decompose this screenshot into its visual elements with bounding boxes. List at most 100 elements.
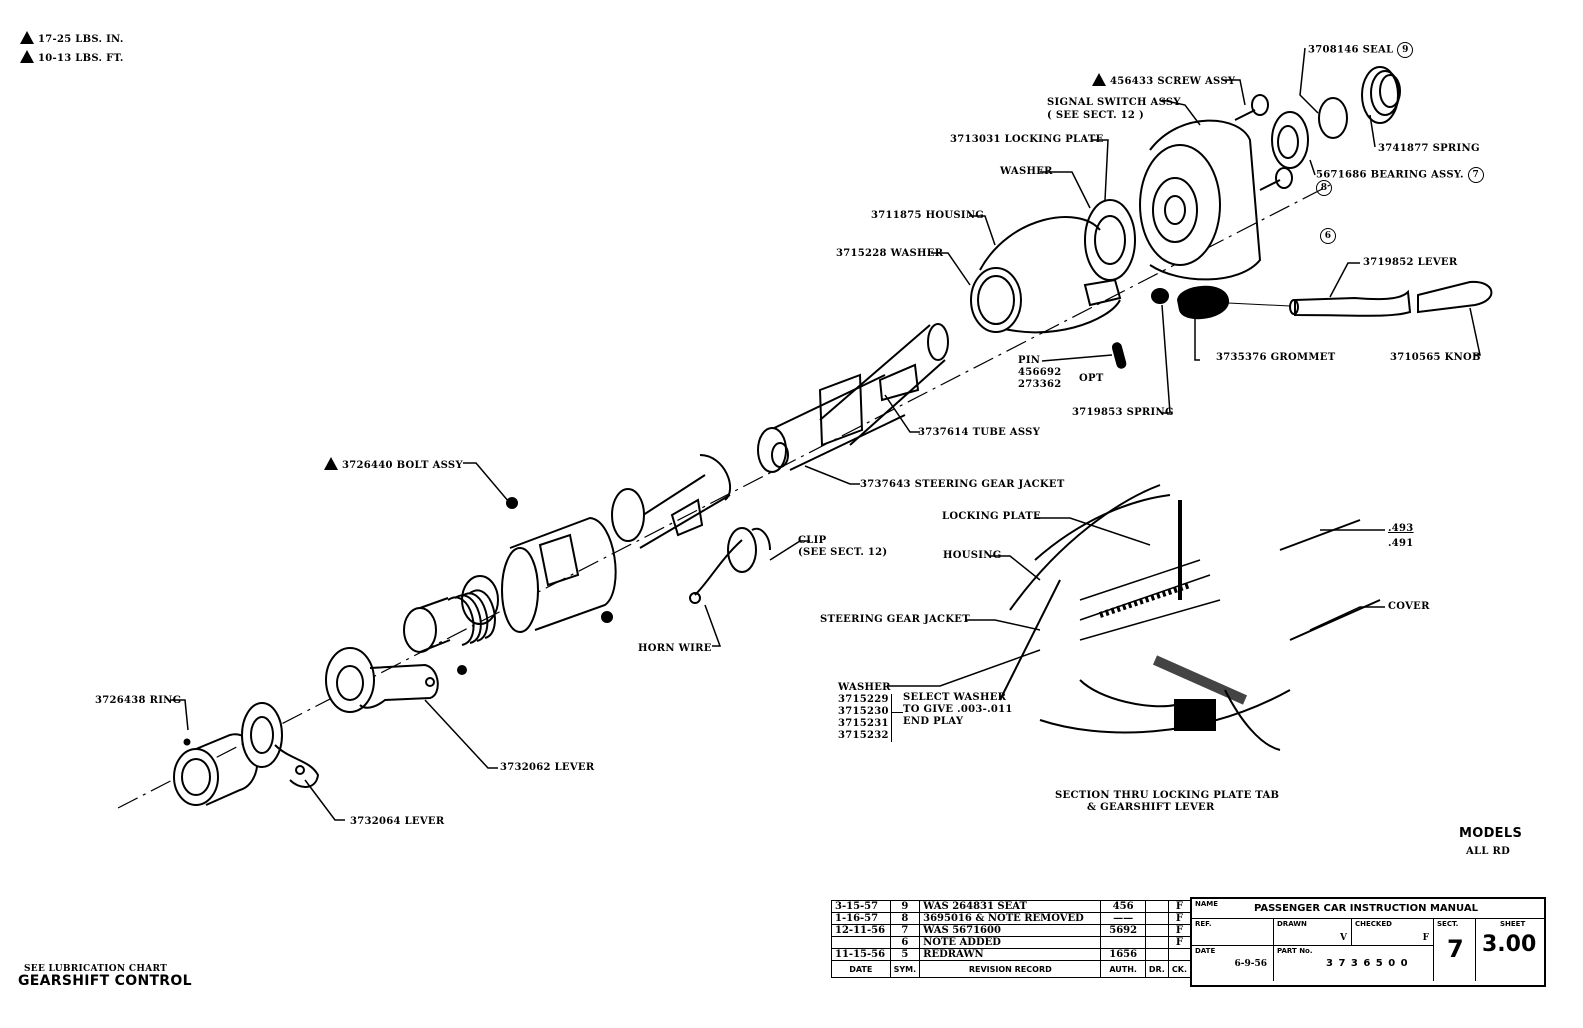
revision-cell-record: WAS 264831 SEAT xyxy=(919,900,1102,913)
callout-lever-3732062: 3732062 LEVER xyxy=(500,762,595,773)
housing-part xyxy=(970,216,1122,334)
revision-cell-ck: F xyxy=(1167,900,1192,913)
revision-cell-record: WAS 5671600 xyxy=(919,924,1102,937)
callout-knob: 3710565 KNOB xyxy=(1390,352,1481,363)
revision-cell-auth: 5692 xyxy=(1100,924,1146,937)
grommet-part xyxy=(1176,285,1230,320)
section-view-drawing xyxy=(999,484,1381,751)
title-block-part-cell: PART No. 3 7 3 6 5 0 0 xyxy=(1274,946,1434,981)
steering-gear-jacket-part xyxy=(757,373,906,473)
callout-clip: CLIP xyxy=(798,535,827,546)
section-housing-label: HOUSING xyxy=(943,550,1002,561)
revision-cell-dr xyxy=(1144,900,1169,913)
callout-signal-switch-note: ( SEE SECT. 12 ) xyxy=(1047,110,1145,121)
spring-bushing-part xyxy=(403,575,499,653)
callout-pin-opt: OPT xyxy=(1079,373,1104,384)
callout-signal-switch: SIGNAL SWITCH ASSY xyxy=(1047,97,1181,108)
torque-legend-item: 17-25 LBS. IN. xyxy=(20,31,124,46)
sheet-caption: SHEET xyxy=(1500,920,1526,928)
callout-washer-3715228: 3715228 WASHER xyxy=(836,248,944,259)
section-steering-jacket-label: STEERING GEAR JACKET xyxy=(820,614,970,625)
sect-caption: SECT. xyxy=(1437,920,1459,928)
callout-steering-jacket: 3737643 STEERING GEAR JACKET xyxy=(860,479,1065,490)
dimension-bottom: .491 xyxy=(1388,538,1414,549)
lubrication-note: SEE LUBRICATION CHART xyxy=(24,964,168,974)
torque-triangle-icon xyxy=(324,457,338,470)
revision-cell-auth: 456 xyxy=(1100,900,1146,913)
seal-part xyxy=(1318,97,1348,139)
callout-washer: WASHER xyxy=(1000,166,1053,177)
bracket-line xyxy=(891,694,892,742)
spring-small-part xyxy=(1151,288,1169,304)
date-caption: DATE xyxy=(1195,947,1216,955)
revision-cell-record: REDRAWN xyxy=(919,948,1102,961)
revision-cell-date: 11-15-56 xyxy=(831,948,891,961)
sheet-value: 3.00 xyxy=(1482,932,1537,957)
revision-cell-sym: 8 xyxy=(889,912,921,925)
revision-header-cell: DATE xyxy=(831,960,891,978)
revision-cell-ck: F xyxy=(1167,924,1192,937)
models-label: MODELS xyxy=(1459,826,1523,841)
revision-cell-auth: —— xyxy=(1100,912,1146,925)
revision-cell-auth xyxy=(1100,936,1146,949)
spring-part xyxy=(1361,66,1401,124)
title-block-drawn-cell: DRAWN V xyxy=(1274,919,1352,946)
revision-cell-ck: F xyxy=(1167,936,1192,949)
washer-part-number: 3715229 xyxy=(838,694,889,705)
callout-lever-3719852: 3719852 LEVER xyxy=(1363,257,1458,268)
callout-spring-3719853: 3719853 SPRING xyxy=(1072,407,1174,418)
washer-part-number: 3715231 xyxy=(838,718,889,729)
models-value: ALL RD xyxy=(1466,846,1511,857)
callout-pin-opt-1: 456692 xyxy=(1018,367,1062,378)
callout-text: 456433 SCREW ASSY xyxy=(1110,76,1236,87)
section-caption-line1: SECTION THRU LOCKING PLATE TAB xyxy=(1055,790,1280,801)
signal-switch-part xyxy=(1139,119,1262,281)
knob-part xyxy=(1417,280,1493,314)
torque-triangle-icon xyxy=(1092,73,1106,86)
part-number: 3 7 3 6 5 0 0 xyxy=(1326,958,1409,969)
screw-part xyxy=(1234,94,1293,191)
revision-cell-date: 3-15-57 xyxy=(831,900,891,913)
reference-circle-icon: 6 xyxy=(1320,228,1336,244)
callout-text: 5671686 BEARING ASSY. xyxy=(1316,169,1464,181)
checked-caption: CHECKED xyxy=(1355,920,1392,928)
ring-part xyxy=(173,733,259,806)
revision-cell-dr xyxy=(1144,936,1169,949)
callout-locking-plate: 3713031 LOCKING PLATE xyxy=(950,134,1104,145)
section-washer-label: WASHER xyxy=(838,682,891,693)
manual-name: PASSENGER CAR INSTRUCTION MANUAL xyxy=(1254,903,1478,914)
lever-3732064-part xyxy=(241,702,320,788)
torque-triangle-icon xyxy=(20,31,34,44)
washer-note-line: TO GIVE .003-.011 xyxy=(903,704,1013,715)
washer-note-line: END PLAY xyxy=(903,716,964,727)
title-block-sheet-cell: SHEET 3.00 xyxy=(1476,919,1544,981)
pin-part xyxy=(1111,342,1127,369)
revision-cell-record: NOTE ADDED xyxy=(919,936,1102,949)
callout-grommet: 3735376 GROMMET xyxy=(1216,352,1336,363)
clip-horn-wire-part xyxy=(689,527,771,604)
revision-cell-ck xyxy=(1167,948,1192,961)
revision-cell-dr xyxy=(1144,924,1169,937)
callout-horn-wire: HORN WIRE xyxy=(638,643,712,654)
reference-circle-8: 8 xyxy=(1316,180,1332,196)
callout-housing: 3711875 HOUSING xyxy=(871,210,985,221)
revision-cell-sym: 7 xyxy=(889,924,921,937)
callout-text: 3726440 BOLT ASSY xyxy=(342,460,463,471)
callout-pin-opt-2: 273362 xyxy=(1018,379,1062,390)
title-block-ref-cell: REF. xyxy=(1192,919,1274,946)
bearing-housing-part xyxy=(457,497,617,675)
revision-header-cell: CK. xyxy=(1167,960,1192,978)
torque-legend-text: 17-25 LBS. IN. xyxy=(38,34,124,45)
name-caption: NAME xyxy=(1195,900,1219,908)
washer-note-line: SELECT WASHER xyxy=(903,692,1007,703)
part-caption: PART No. xyxy=(1277,947,1313,955)
reference-circle-6: 6 xyxy=(1320,228,1336,244)
callout-bearing-assy: 5671686 BEARING ASSY.7 xyxy=(1316,167,1484,183)
date-value: 6-9-56 xyxy=(1234,959,1267,969)
checked-value: F xyxy=(1422,933,1429,943)
